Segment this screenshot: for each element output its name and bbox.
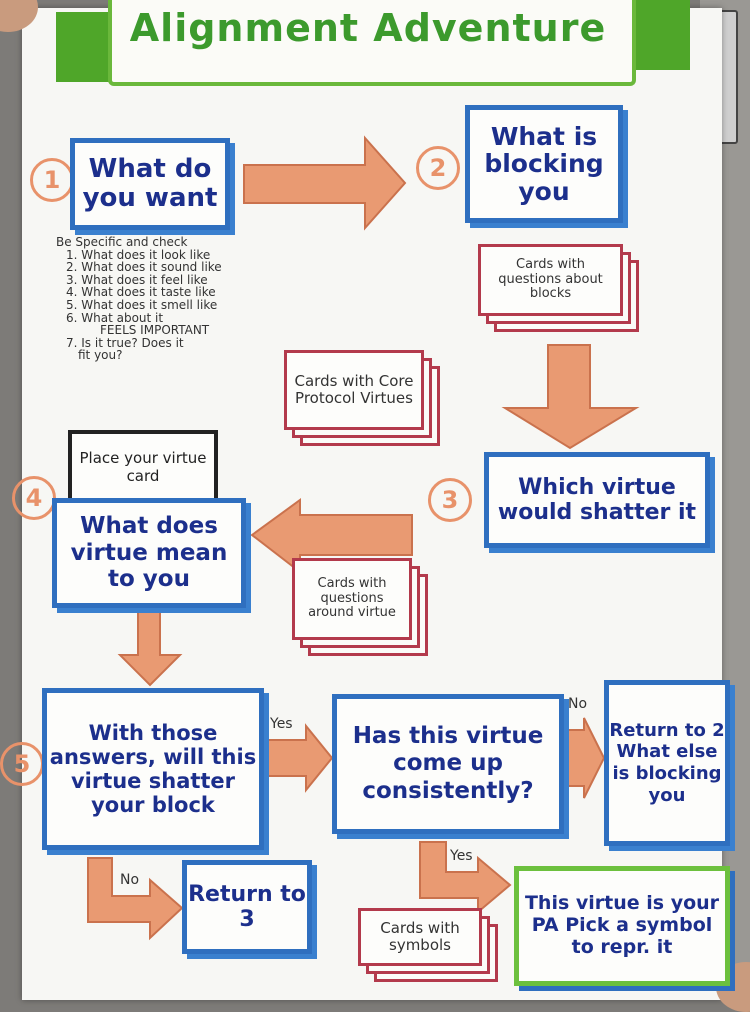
final-virtue-box: This virtue is your PA Pick a symbol to … (514, 866, 730, 986)
step-number-4: 4 (12, 476, 56, 520)
arrow-consistent-yes (419, 841, 512, 915)
no-label-1: No (568, 696, 588, 712)
yes-label-2: Yes (450, 848, 473, 864)
cards-core-protocol-text: Cards with Core Protocol Virtues (284, 350, 424, 430)
step-number-2: 2 (416, 146, 460, 190)
cards-questions-virtue: Cards with questions around virtue (292, 558, 428, 656)
step-1-box: What do you want (70, 138, 230, 230)
notes-heading: Be Specific and check (56, 235, 188, 249)
banner-ribbon-left (56, 12, 116, 82)
notes-item: 4. What does it taste like (66, 285, 216, 300)
step-3-box: Which virtue would shatter it (484, 452, 710, 548)
notes-item: 3. What does it feel like (66, 272, 208, 287)
return-to-3-box: Return to 3 (182, 860, 312, 954)
notes-item: 6. What about it (66, 310, 164, 325)
banner-ribbon-right (630, 0, 690, 70)
consistent-question-box: Has this virtue come up consistently? (332, 694, 564, 834)
cards-symbols-text: Cards with symbols (358, 908, 482, 966)
notes-item: 1. What does it look like (66, 247, 211, 262)
page-title: Alignment Adventure (129, 6, 607, 50)
notes-item: 2. What does it sound like (66, 260, 222, 275)
place-virtue-card-box: Place your virtue card (68, 430, 218, 504)
return-to-2-box: Return to 2 What else is blocking you (604, 680, 730, 846)
notes-item: 5. What does it smell like (66, 297, 218, 312)
step-number-1: 1 (30, 158, 74, 202)
no-label-2: No (120, 872, 140, 888)
cards-questions-virtue-text: Cards with questions around virtue (292, 558, 412, 640)
specificity-notes: Be Specific and check 1. What does it lo… (56, 236, 266, 362)
arrow-1-to-2 (243, 135, 407, 231)
arrow-2-to-3 (501, 344, 640, 450)
step-4-box: What does virtue mean to you (52, 498, 246, 608)
cards-questions-blocks-text: Cards with questions about blocks (478, 244, 623, 316)
arrow-3-to-4 (250, 498, 413, 575)
step-2-box: What is blocking you (465, 105, 623, 223)
notes-item: FEELS IMPORTANT (100, 323, 210, 338)
notes-item: fit you? (78, 348, 123, 363)
yes-label-1: Yes (270, 716, 293, 732)
arrow-5-yes (265, 723, 334, 793)
notes-item: 7. Is it true? Does it (66, 335, 184, 350)
arrow-4-to-5 (117, 611, 183, 687)
step-number-5: 5 (0, 742, 44, 786)
cards-questions-blocks: Cards with questions about blocks (478, 244, 639, 332)
cards-symbols: Cards with symbols (358, 908, 498, 982)
cards-core-protocol-virtues: Cards with Core Protocol Virtues (284, 350, 440, 446)
step-number-3: 3 (428, 478, 472, 522)
arrow-consistent-no (561, 717, 606, 799)
title-banner (108, 0, 636, 86)
arrow-5-no (87, 857, 184, 941)
step-5-box: With those answers, will this virtue sha… (42, 688, 264, 850)
